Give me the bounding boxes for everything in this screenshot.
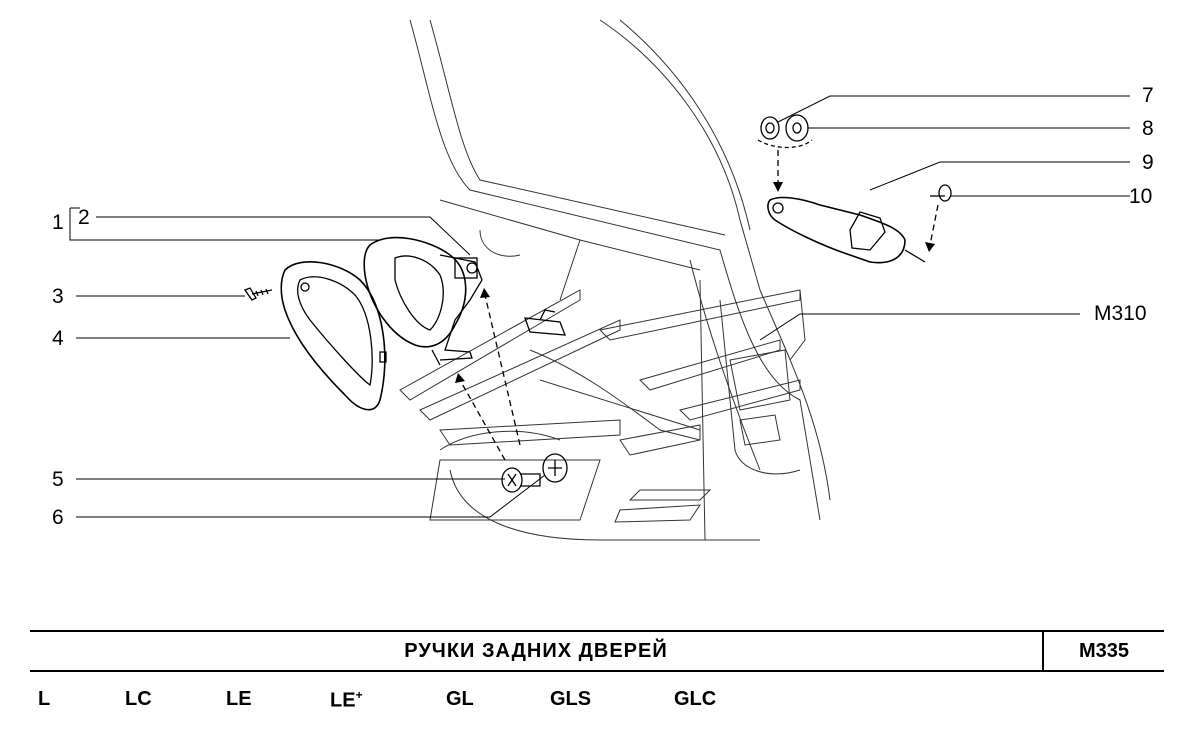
callout-2: 2 [78,206,90,229]
callout-8: 8 [1142,117,1154,140]
leader-lines [69,95,1130,518]
callout-1: 1 [52,211,64,234]
trim-level: LE [226,688,252,710]
assembly-arrows [459,150,939,461]
callout-3: 3 [52,285,64,308]
cap-6 [542,453,568,483]
trim-levels: L LC LE LE+ GL GLS GLC [0,688,1194,718]
washer-8 [785,114,809,142]
callout-5: 5 [52,468,64,491]
callout-7: 7 [1142,84,1154,107]
callout-6: 6 [52,506,64,529]
callout-4: 4 [52,327,64,350]
trim-level: GLS [550,688,592,710]
trim-level-le-plus: LE+ [330,688,363,713]
trim-level: L [38,688,51,710]
interior-handle [363,236,483,366]
trim-level: LE [330,689,356,712]
trim-shapes [399,289,801,523]
callout-9: 9 [1142,151,1154,174]
group-brace [757,139,813,149]
trim-level: GLC [674,688,717,710]
screw-3 [243,287,273,301]
handle-bezel [280,261,387,411]
page-title: РУЧКИ ЗАДНИХ ДВЕРЕЙ [30,632,1044,670]
nut-7 [760,116,780,140]
exterior-handle [767,196,926,264]
trim-level: LC [125,688,152,710]
arrow-heads [455,182,935,383]
callout-10: 10 [1129,185,1153,208]
callout-ref: M310 [1094,302,1147,325]
trim-level: GL [446,688,474,710]
trim-plus-mark: + [355,688,363,702]
handle-bracket [524,309,566,336]
screw-10 [930,184,952,202]
title-bar: РУЧКИ ЗАДНИХ ДВЕРЕЙ M335 [30,630,1164,672]
door-handle-diagram [69,19,1130,541]
page-code: M335 [1078,639,1130,662]
screw-5 [501,467,541,493]
door-outline [409,19,831,541]
